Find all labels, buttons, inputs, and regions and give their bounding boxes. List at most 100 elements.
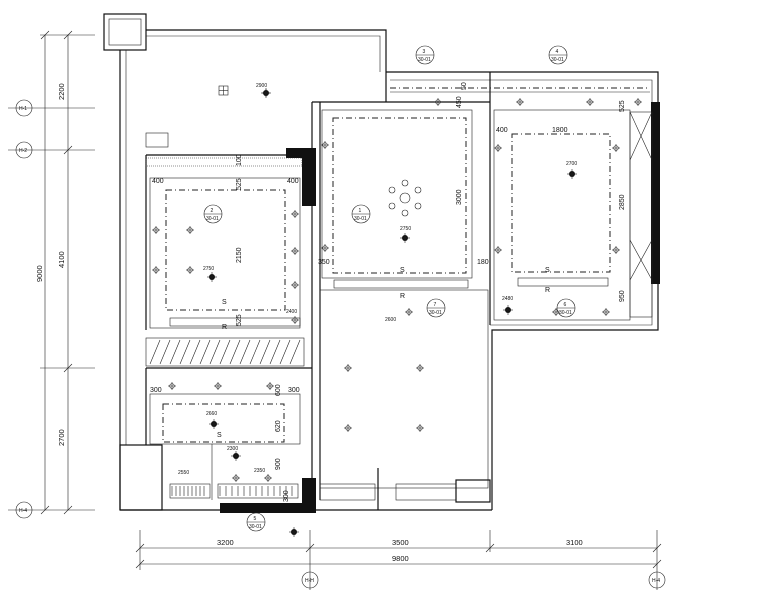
balcony-railing [390,87,650,93]
svg-text:R: R [222,324,227,331]
downlight-icon [232,474,240,482]
downlight-icon [612,144,620,152]
callout-bubble-1: 1 30-01 [351,204,371,224]
dim-bottom-3500: 3500 [392,538,409,547]
room1-dim-400b: 400 [287,178,299,185]
axis-bubble-h4-bottom: H-4 [648,570,666,590]
svg-text:R: R [400,293,405,300]
callout-number: 1 [359,208,362,214]
chandelier [388,179,422,217]
downlight-icon [186,226,194,234]
room2-dim-3000: 3000 [456,189,463,205]
room3-dim-400: 400 [496,127,508,134]
room1-dim-400a: 400 [152,178,164,185]
svg-text:S: S [222,299,227,306]
dim-bottom-total: 9800 [392,554,409,563]
room4-dim-620: 620 [275,420,282,432]
detail-callouts: 130-01230-01330-01430-01530-01630-01730-… [203,45,576,532]
room2-height: 2750 [400,226,411,232]
downlight-icon [494,144,502,152]
callout-bubble-7: 7 30-01 [426,298,446,318]
callout-ref: 30-01 [354,216,367,222]
callout-bubble-3: 3 30-01 [415,45,435,65]
callout-number: 3 [423,49,426,55]
downlight-icon [264,474,272,482]
dim-bottom-3200: 3200 [217,538,234,547]
downlight-icon [586,98,594,106]
callout-number: 6 [564,302,567,308]
callout-number: 7 [434,302,437,308]
outer-walls [103,13,659,511]
room4-height-d: 2550 [178,470,189,476]
axis-bubble-h1: H-1 [8,99,40,117]
room3-dim-1800: 1800 [552,127,568,134]
callout-ref: 30-01 [418,57,431,63]
downlight-icon [634,98,642,106]
svg-text:H-4: H-4 [652,578,660,584]
callout-ref: 30-01 [559,310,572,316]
downlight-icon [168,382,176,390]
downlight-icon [602,308,610,316]
dim-left-4100: 4100 [57,251,66,268]
downlight-icon [214,382,222,390]
room4-height-c: 2350 [254,468,265,474]
room3-dim-950: 950 [619,290,626,302]
downlight-icon [152,226,160,234]
svg-text:H-1: H-1 [19,106,27,112]
callout-ref: 30-01 [249,524,262,530]
left-dimension-chain: 2200 4100 2700 9000 H-1 H-2 H-4 [8,30,95,519]
spotlight-icon [261,88,271,98]
room2-dim-450: 450 [456,96,463,108]
callout-bubble-4: 430-01 [548,45,568,65]
dim-bottom-3100: 3100 [566,538,583,547]
downlight-icon [266,382,274,390]
bottom-dimension-chain: 3200 3500 3100 9800 H-H H-4 [135,530,666,590]
spotlight-icon [289,527,299,537]
spotlight-icon [400,233,410,243]
room1-dim-525b: 525 [236,314,243,326]
callout-number: 2 [211,208,214,214]
room3-dim-525: 525 [619,100,626,112]
spotlight-icon [567,169,577,179]
svg-text:R: R [545,287,550,294]
callout-ref: 30-01 [429,310,442,316]
downlight-icon [344,424,352,432]
downlights [152,88,642,537]
downlight-icon [321,244,329,252]
downlight-icon [612,246,620,254]
svg-text:H-H: H-H [305,578,314,584]
svg-text:H-4: H-4 [19,508,27,514]
spotlight-icon [231,451,241,461]
room2-dim-180: 180 [477,259,489,266]
callout-ref: 30-01 [551,57,564,63]
room4-dim-600: 600 [275,384,282,396]
svg-text:S: S [217,432,222,439]
svg-text:H-2: H-2 [19,148,27,154]
room1-dim-100: 100 [236,154,243,166]
downlight-icon [291,281,299,289]
downlight-icon [291,247,299,255]
downlight-icon [552,308,560,316]
room4-height: 2660 [206,411,217,417]
room-2: 3000 350 180 50 450 2750 2600 [318,82,491,510]
room4-dim-900: 900 [275,458,282,470]
svg-text:S: S [400,267,405,274]
spotlight-icon [207,272,217,282]
hall-height: 2900 [256,83,267,89]
section-markers: S R S R S R S [217,267,550,439]
callout-ref: 30-01 [206,216,219,222]
downlight-icon [344,364,352,372]
dim-left-2200: 2200 [57,83,66,100]
room4-dim-300b: 300 [288,387,300,394]
room2-dim-50: 50 [461,82,468,90]
hall-fixture [218,85,229,96]
downlight-icon [416,424,424,432]
room4-dim-300c: 300 [283,490,290,502]
callout-bubble-6: 6 30-01 [556,298,576,318]
structural-columns [220,102,660,513]
downlight-icon [291,316,299,324]
room3-dim-2850: 2850 [619,194,626,210]
room3-height: 2700 [566,161,577,167]
axis-bubble-h4: H-4 [8,501,40,519]
